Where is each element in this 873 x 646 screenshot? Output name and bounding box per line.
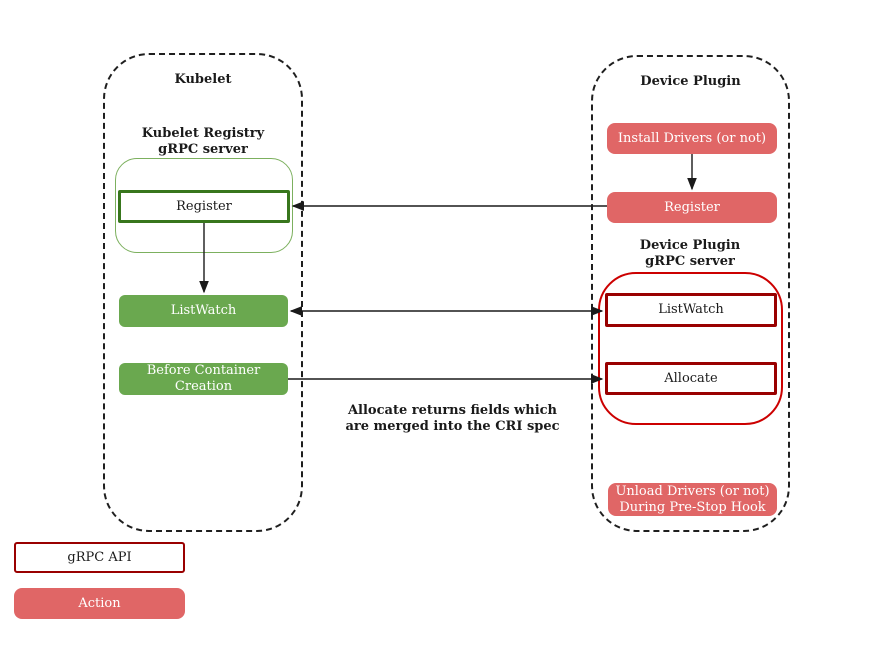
device-plugin-grpc-server-label: Device Plugin gRPC server <box>597 238 783 271</box>
kubelet-registry-server-label-line1: Kubelet Registry <box>141 126 265 141</box>
device-plugin-container <box>591 55 790 532</box>
device-plugin-grpc-server-label-line2: gRPC server <box>645 254 735 270</box>
device-listwatch-box: ListWatch <box>605 293 777 327</box>
kubelet-registry-server-label-line2: gRPC server <box>158 142 248 158</box>
legend-action-box: Action <box>14 588 185 619</box>
kubelet-listwatch-action: ListWatch <box>119 295 288 327</box>
before-container-creation-label: Before Container Creation <box>146 363 261 394</box>
legend-grpc-api-box: gRPC API <box>14 542 185 573</box>
install-drivers-action: Install Drivers (or not) <box>607 123 777 154</box>
unload-drivers-action: Unload Drivers (or not) During Pre-Stop … <box>608 483 777 516</box>
allocate-annotation-line2: are merged into the CRI spec <box>345 418 560 434</box>
device-plugin-title: Device Plugin <box>640 74 741 89</box>
allocate-label: Allocate <box>664 370 718 386</box>
unload-drivers-label-line2: During Pre-Stop Hook <box>619 499 766 515</box>
before-container-creation-action: Before Container Creation <box>119 363 288 395</box>
device-listwatch-label: ListWatch <box>658 302 724 318</box>
legend-grpc-api-label: gRPC API <box>67 549 132 565</box>
kubelet-register-label: Register <box>176 198 232 214</box>
device-plugin-grpc-group <box>598 272 783 425</box>
unload-drivers-label-line1: Unload Drivers (or not) <box>615 483 770 499</box>
allocate-annotation: Allocate returns fields which are merged… <box>340 403 565 434</box>
device-register-label: Register <box>664 199 720 215</box>
allocate-box: Allocate <box>605 362 777 395</box>
kubelet-register-box: Register <box>118 190 290 223</box>
kubelet-title: Kubelet <box>174 72 232 87</box>
legend-action-label: Action <box>78 595 121 611</box>
kubelet-registry-server-label: Kubelet Registry gRPC server <box>113 126 293 159</box>
device-plugin-grpc-server-label-line1: Device Plugin <box>639 238 741 253</box>
kubelet-container <box>103 53 303 532</box>
allocate-annotation-line1: Allocate returns fields which <box>347 403 558 418</box>
install-drivers-label: Install Drivers (or not) <box>617 130 767 146</box>
kubelet-listwatch-label: ListWatch <box>170 303 237 319</box>
device-register-action: Register <box>607 192 777 223</box>
